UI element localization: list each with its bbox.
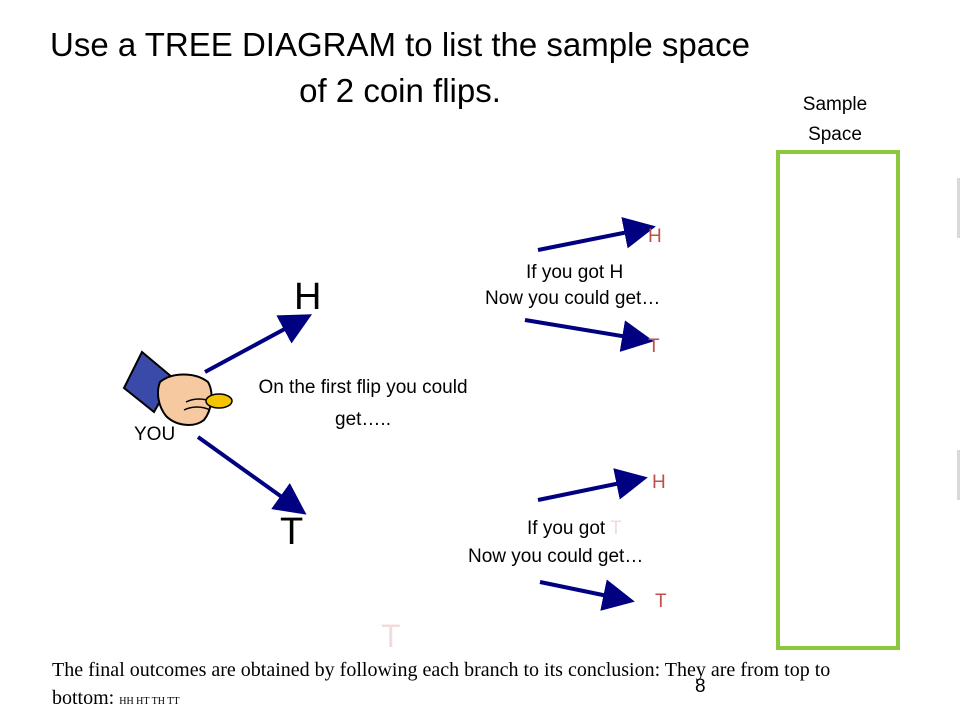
- sample-space-box: [776, 150, 900, 650]
- caption-after-h-line2: Now you could get…: [485, 288, 661, 309]
- caption-after-t-line2: Now you could get…: [468, 546, 644, 567]
- first-flip-heads: H: [294, 276, 322, 318]
- hand-coin-icon: [122, 350, 233, 426]
- first-flip-caption: On the first flip you could get…..: [258, 377, 468, 430]
- final-outcomes-list: HH HT TH TT: [119, 696, 180, 707]
- ghost-t-label: T: [381, 618, 401, 654]
- caption-after-h-line1: If you got H: [526, 262, 624, 283]
- branch-arrow-first-h: [204, 314, 313, 374]
- branch-arrow-first-t: [196, 435, 307, 515]
- edge-mark: [957, 178, 960, 238]
- first-flip-tails: T: [280, 511, 304, 553]
- outcome-tt-label: T: [655, 591, 667, 612]
- final-outcomes-text: The final outcomes are obtained by follo…: [52, 659, 831, 709]
- outcome-th-label: H: [652, 472, 666, 493]
- you-label: YOU: [134, 424, 176, 445]
- page-title: Use a TREE DIAGRAM to list the sample sp…: [50, 26, 750, 109]
- branch-arrow-th: [537, 468, 648, 502]
- branch-arrow-ht: [524, 318, 654, 352]
- outcome-ht-label: T: [648, 336, 660, 357]
- edge-mark: [957, 450, 960, 500]
- outcome-hh-label: H: [648, 226, 662, 247]
- branch-arrow-tt: [539, 579, 635, 611]
- page-number: 8: [695, 676, 706, 697]
- caption-after-t-line1: If you got T: [527, 518, 622, 539]
- branch-arrow-hh: [537, 217, 656, 252]
- sample-space-label: Sample Space: [802, 94, 868, 145]
